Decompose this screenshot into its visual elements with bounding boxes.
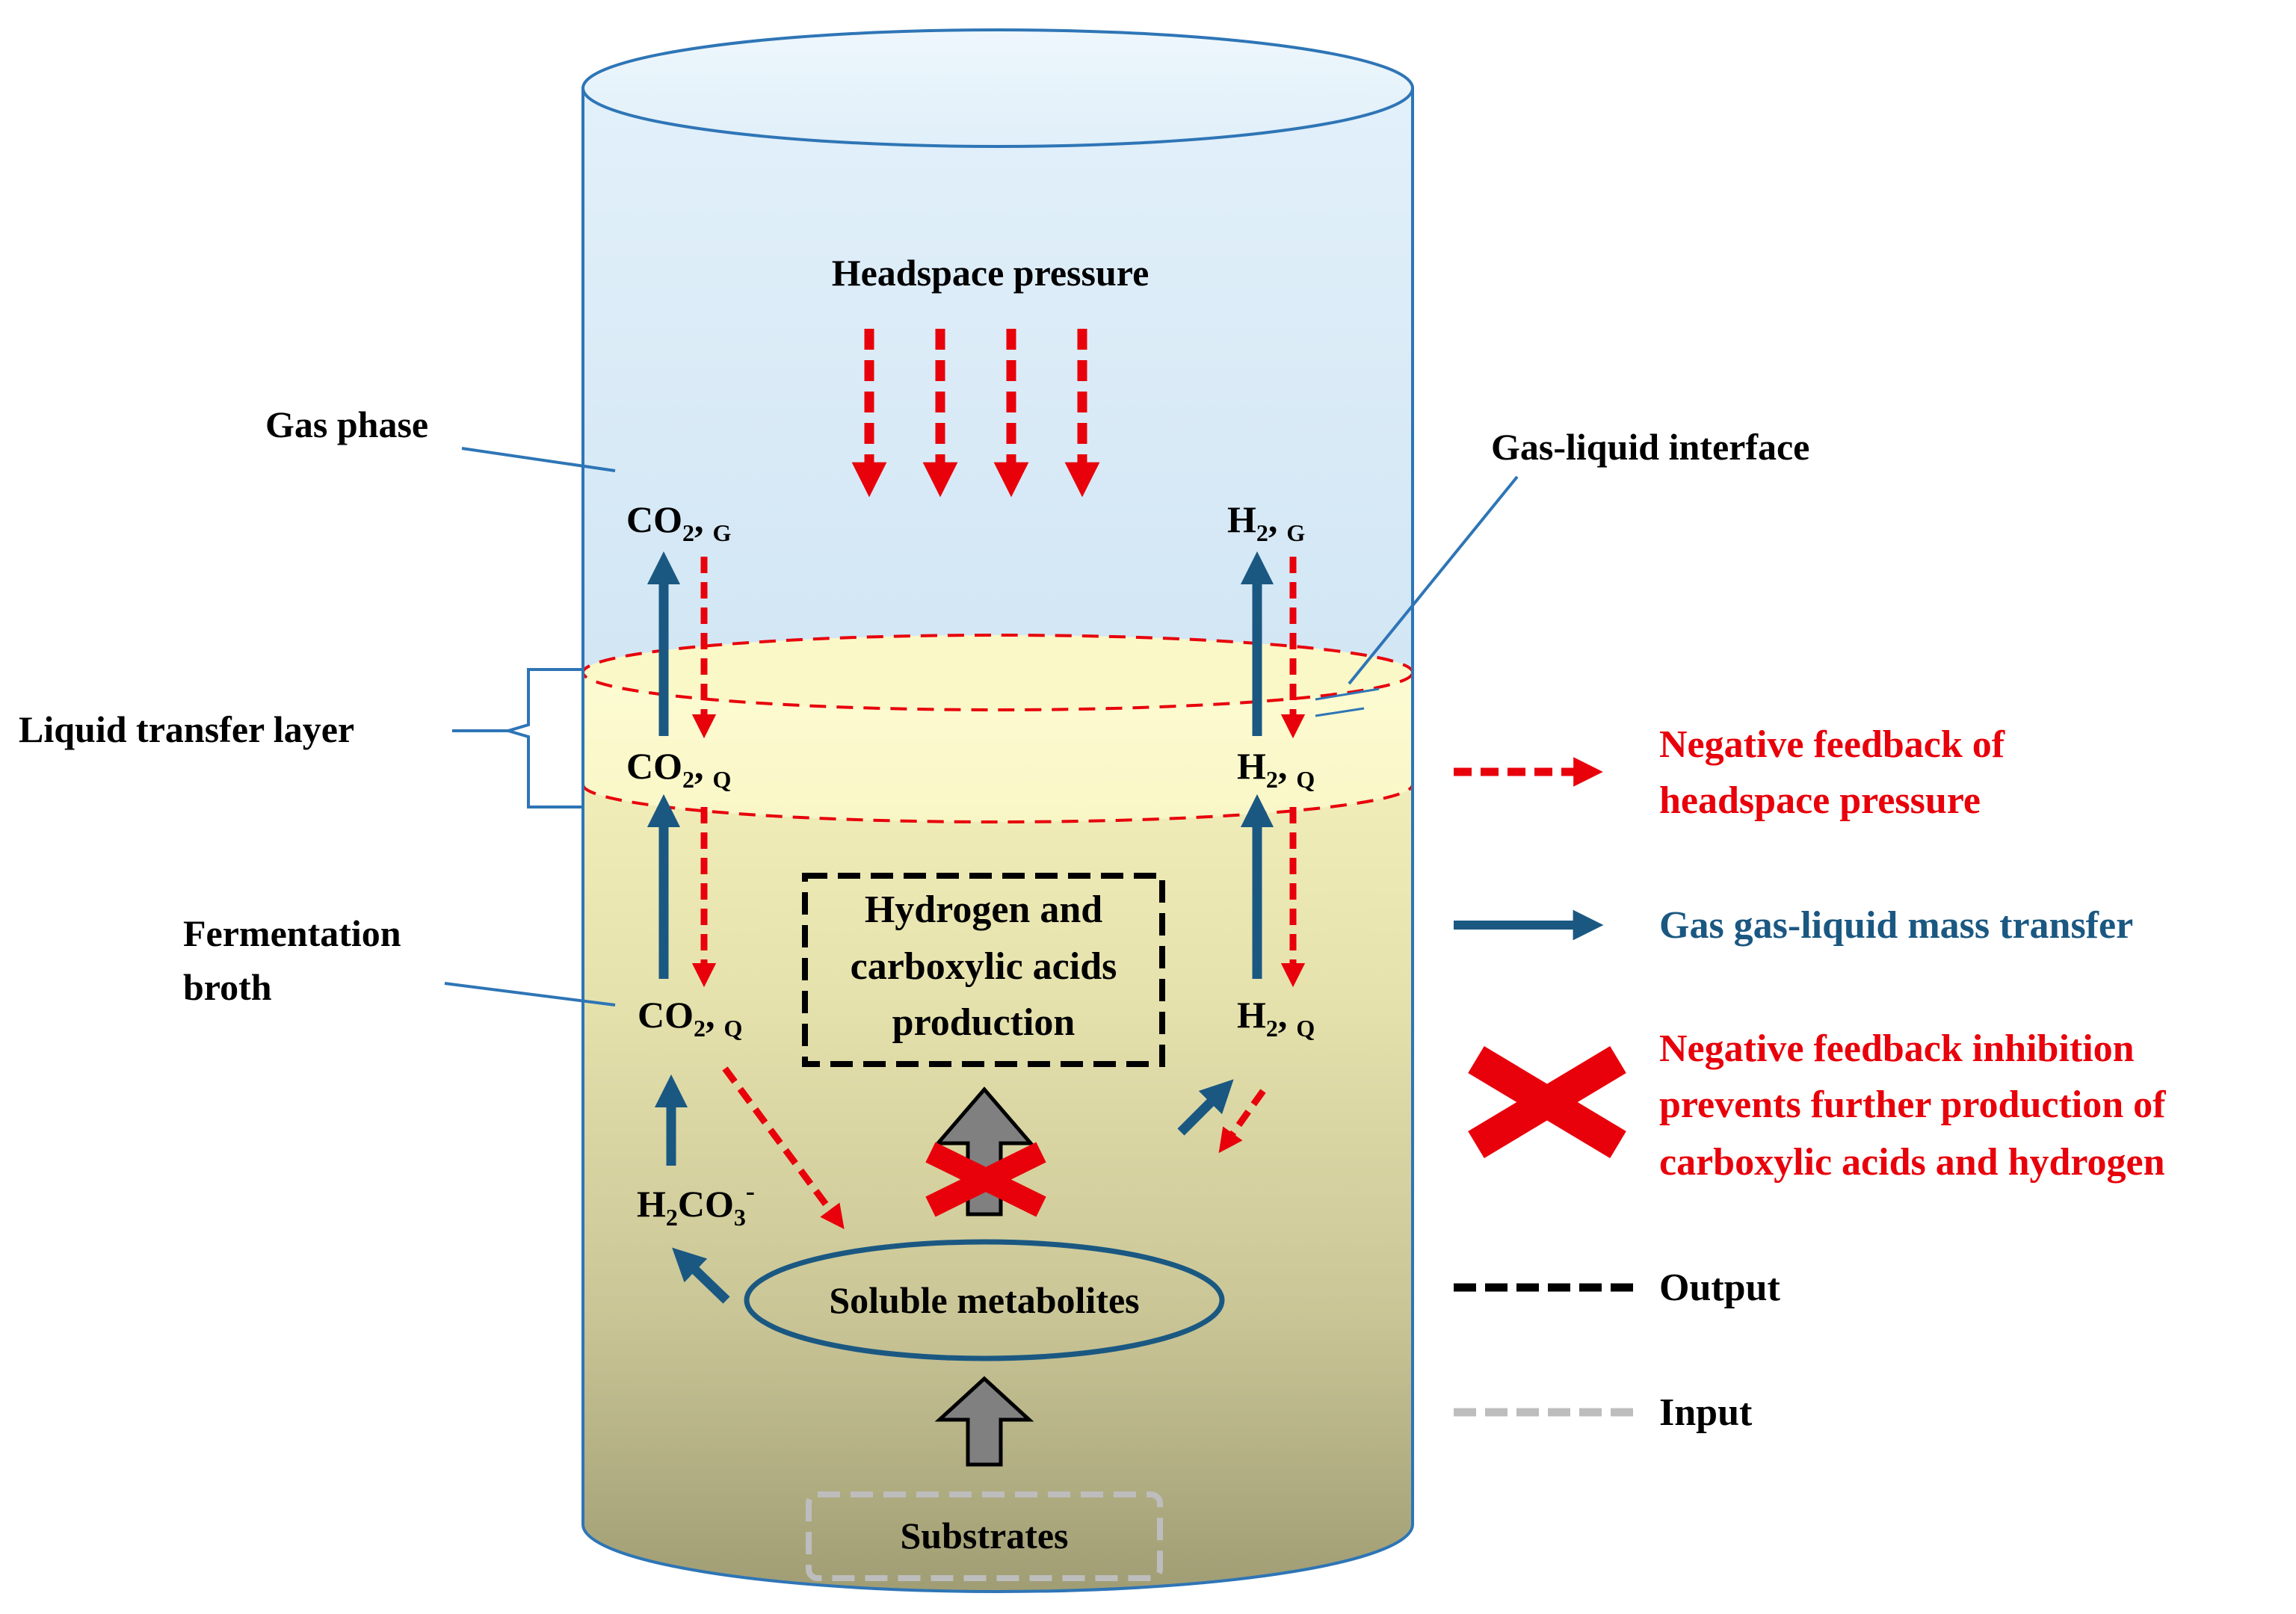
substrates-label: Substrates [900, 1515, 1068, 1556]
co2-layer-label: CO2,Q [626, 745, 731, 793]
liquid-transfer-layer-brace [502, 668, 581, 808]
h2co3-label: H2CO3- [637, 1176, 755, 1231]
h2-layer-label: H2,Q [1237, 745, 1315, 793]
legend-neg-feedback-line-2: headspace pressure [1659, 779, 1981, 822]
output-box-line-1: Hydrogen and [865, 888, 1102, 931]
gas-liquid-interface-leader [1348, 475, 1519, 685]
fermentation-broth-leader [444, 982, 616, 1007]
gas-phase-label: Gas phase [265, 404, 428, 445]
fermentation-broth-label-1: Fermentation [183, 912, 401, 954]
inhibition-cross-icon [925, 1142, 1046, 1217]
reactor-cylinder [581, 28, 1414, 1593]
legend-input-label: Input [1659, 1391, 1753, 1434]
feedback-arrows [691, 557, 1306, 1230]
legend-neg-feedback-line-1: Negative feedback of [1659, 723, 2005, 766]
substrates-box [806, 1491, 1163, 1581]
headspace-pressure-label: Headspace pressure [832, 252, 1149, 294]
h2-diag-down-arrow [1218, 1089, 1266, 1154]
output-box-line-2: carboxylic acids [851, 945, 1117, 988]
interface-hatch-1 [1315, 687, 1380, 701]
output-box [802, 873, 1165, 1067]
legend: Negative feedback of headspace pressure … [1454, 723, 2166, 1434]
co2-diag-arrow [722, 1066, 845, 1230]
co2-gas-label: CO2,G [626, 498, 732, 546]
legend-inhibition-line-2: prevents further production of [1659, 1083, 2166, 1126]
co2-broth-label: CO2,Q [638, 994, 742, 1042]
liquid-transfer-layer-label: Liquid transfer layer [19, 708, 354, 750]
interface-hatch-2 [1315, 707, 1365, 717]
h2-diag-arrow [1177, 1079, 1234, 1136]
h2-broth-label: H2,Q [1237, 994, 1315, 1042]
gas-liquid-interface-label: Gas-liquid interface [1491, 426, 1809, 468]
legend-inhibition-line-1: Negative feedback inhibition [1659, 1027, 2135, 1070]
liquid-transfer-layer-band [583, 672, 1413, 822]
gas-phase-leader [461, 447, 616, 472]
mass-transfer-arrows [646, 551, 1274, 1304]
gas-body [583, 88, 1413, 672]
layer-bottom-edge [581, 784, 1414, 823]
legend-cross-icon [1468, 1045, 1626, 1159]
legend-inhibition-line-3: carboxylic acids and hydrogen [1659, 1141, 2165, 1184]
soluble-metabolites-label: Soluble metabolites [829, 1279, 1139, 1321]
legend-mass-transfer: Gas gas-liquid mass transfer [1659, 904, 2133, 947]
cylinder-top [581, 28, 1414, 148]
substrate-input-arrow [934, 1376, 1034, 1467]
fermentation-broth-label-2: broth [183, 966, 272, 1008]
headspace-pressure-arrows [851, 329, 1100, 498]
inhibited-production-arrow [933, 1086, 1035, 1216]
legend-output-label: Output [1659, 1267, 1781, 1309]
h2co3-arrow [672, 1247, 730, 1304]
h2-gas-label: H2,G [1227, 498, 1305, 546]
cylinder-bottom [581, 1524, 1414, 1593]
output-box-line-3: production [892, 1001, 1076, 1044]
soluble-metabolites-ellipse [744, 1239, 1225, 1361]
